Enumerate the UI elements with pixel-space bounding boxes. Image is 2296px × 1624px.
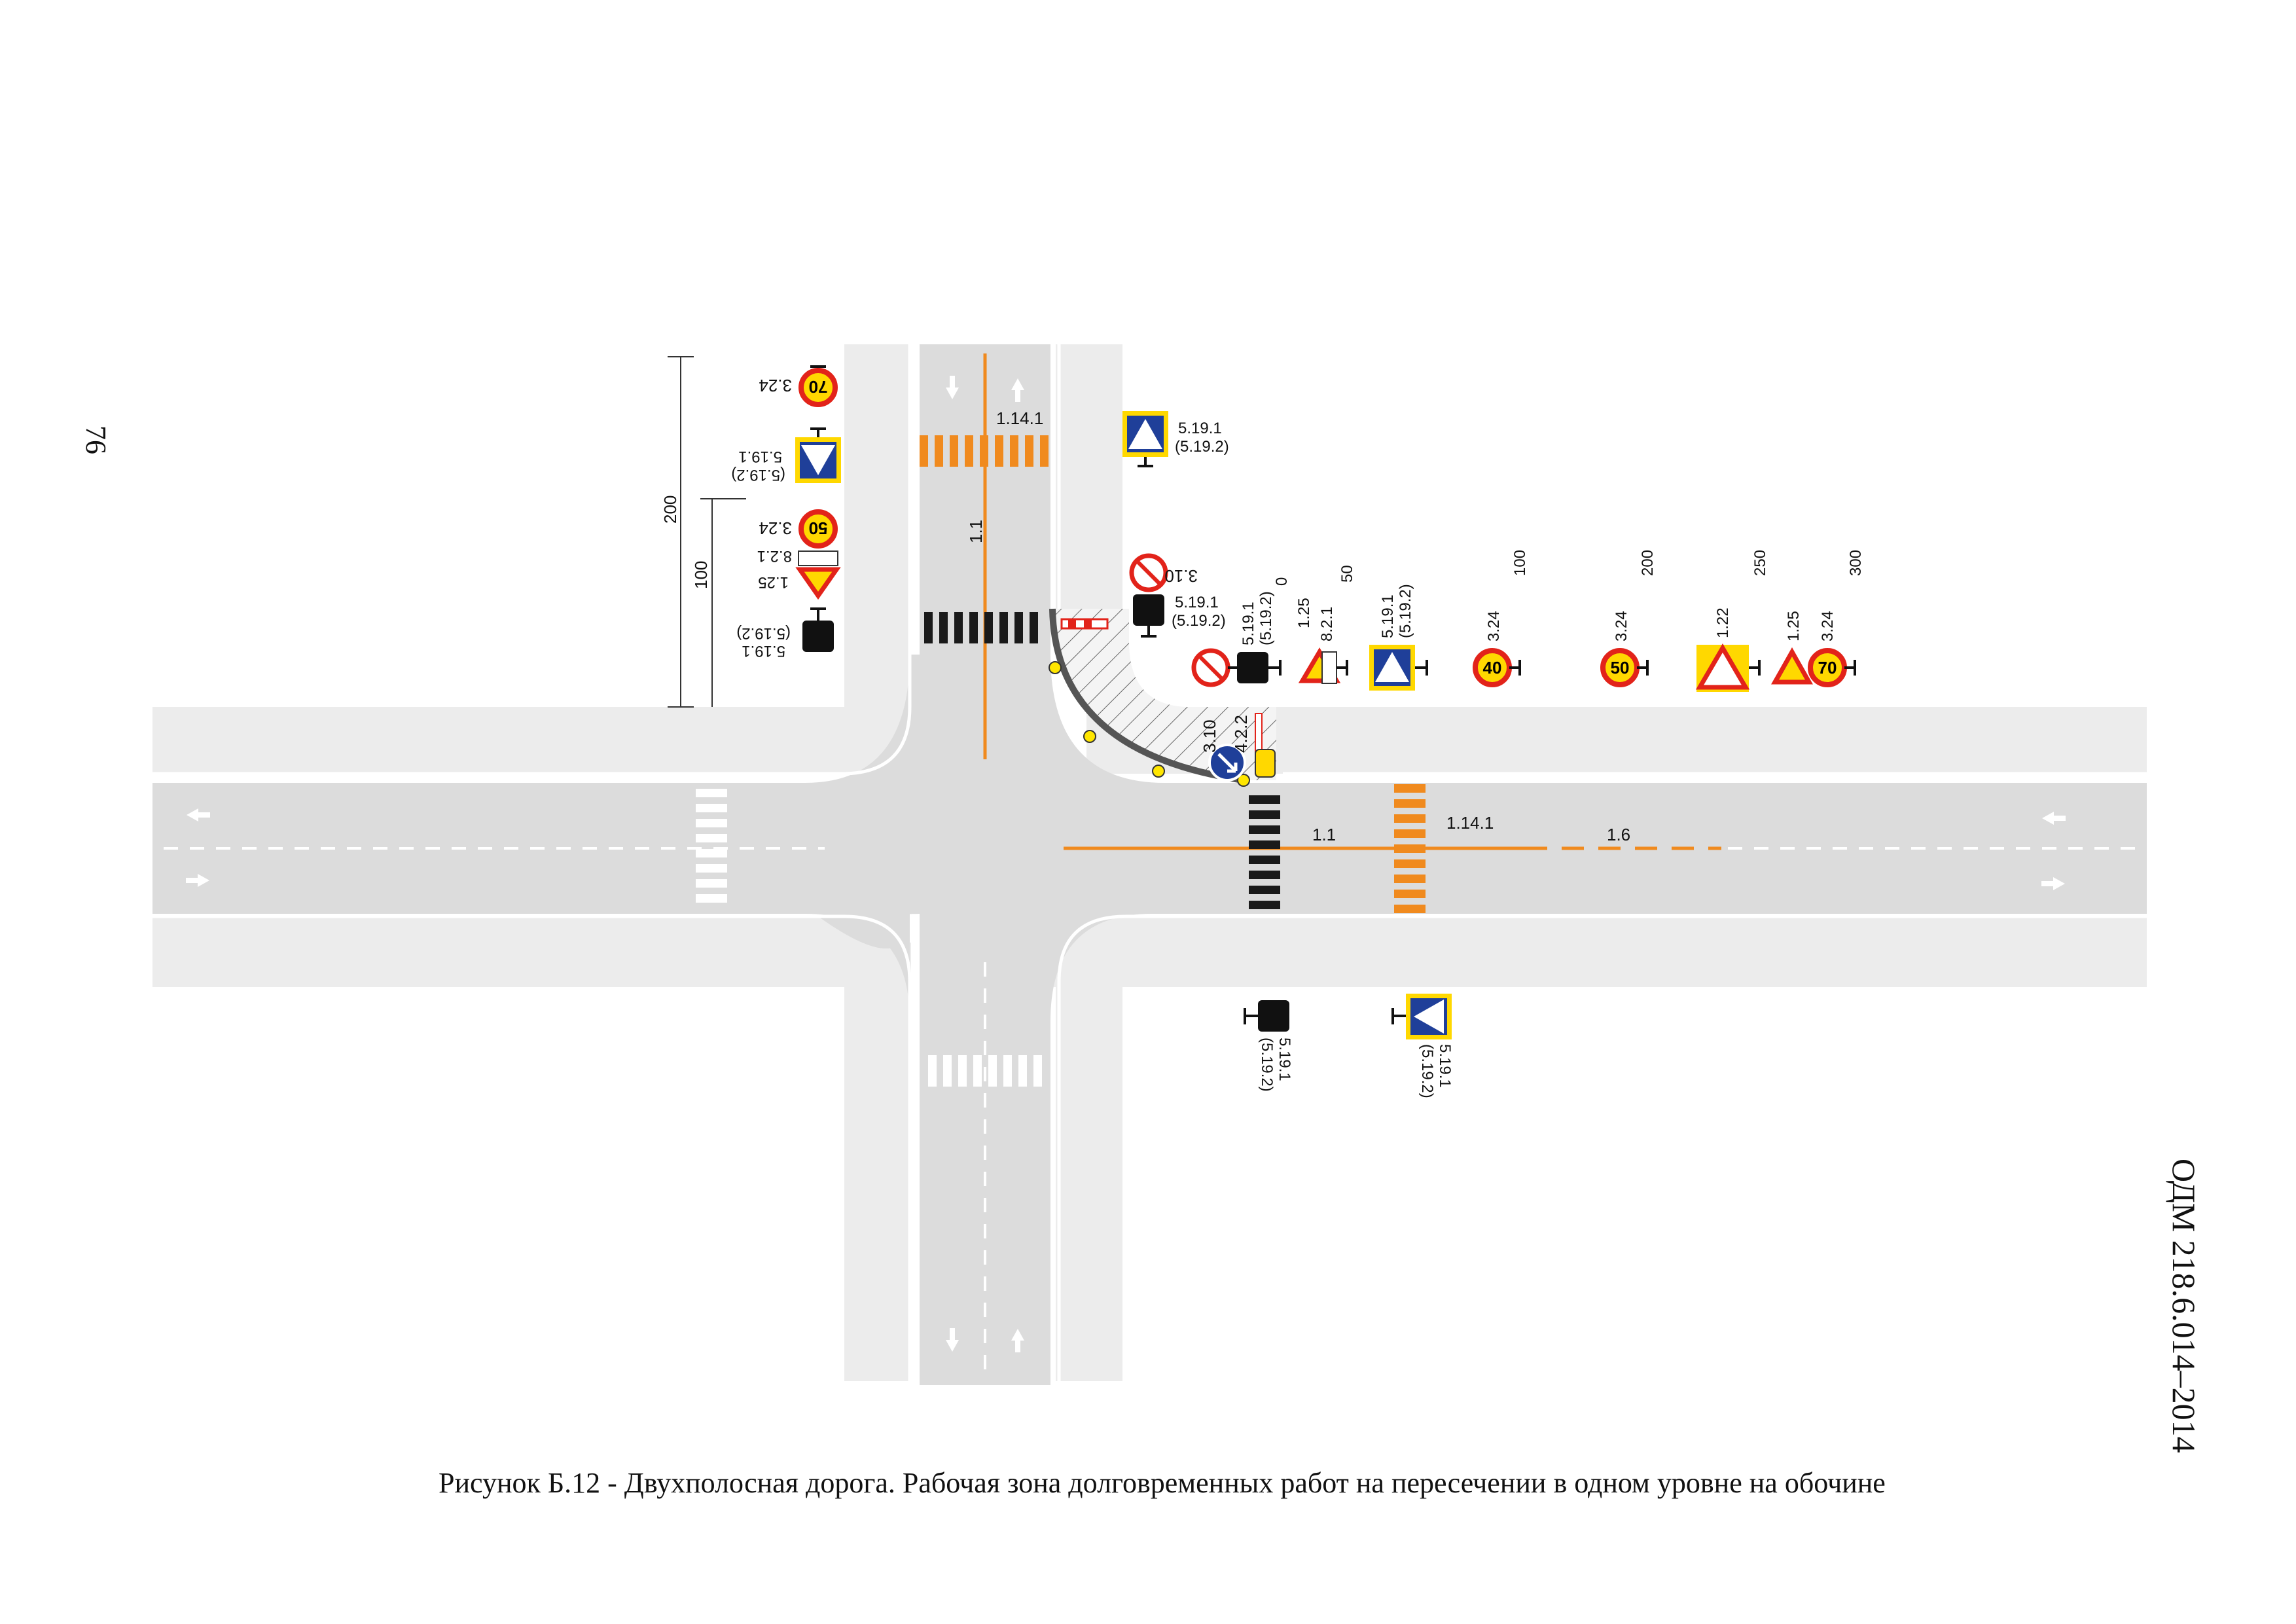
row-label-3-24-c: 3.24 [1819,611,1837,641]
left-speed-70: 70 [809,377,828,397]
bottom-tl-5-19-2: (5.19.2) [1258,1038,1276,1092]
marking-1-1-top: 1.1 [966,520,986,543]
left-label-3-24-b: 3.24 [759,518,792,538]
row-label-300: 300 [1847,550,1865,576]
row-label-3-24-a: 3.24 [1485,611,1503,641]
row-speed-70: 70 [1818,658,1837,677]
marking-1-14-1-top: 1.14.1 [996,408,1043,428]
row-label-250: 250 [1751,550,1769,576]
dim-200: 200 [660,496,680,524]
marking-1-14-1-right: 1.14.1 [1446,813,1494,833]
top-right-signs: 5.19.1 (5.19.2) 3.10 5.19.1 (5.19.2) [1122,411,1229,638]
tl-label-5-19-2: (5.19.2) [1172,612,1226,630]
bottom-ped-5-19-1: 5.19.1 [1436,1044,1454,1088]
row-label-0: 0 [1273,577,1291,586]
left-label-1-25: 1.25 [758,573,789,591]
dim-100: 100 [691,561,711,589]
bottom-ped-5-19-2: (5.19.2) [1418,1044,1436,1098]
dimension-lines: 200 100 [660,356,746,708]
row-label-5-19-1-b: 5.19.1 [1379,594,1397,638]
sidewalks [152,344,2147,1381]
row-label-1-25-b: 1.25 [1785,611,1803,641]
row-label-50: 50 [1338,565,1356,583]
bottom-tl-5-19-1: 5.19.1 [1276,1038,1293,1081]
left-label-8-2-1: 8.2.1 [757,547,792,565]
left-label-5-19-2: (5.19.2) [731,466,785,484]
wz-label-4-2-2: 4.2.2 [1231,715,1251,753]
row-label-8-2-1: 8.2.1 [1318,607,1336,641]
center-lines [164,353,2140,1381]
row-speed-50: 50 [1611,658,1630,677]
document-id: ОДМ 218.6.014–2014 [2166,1159,2202,1453]
page-number: 76 [80,425,112,454]
row-label-1-25: 1.25 [1295,598,1313,628]
bottom-signs: 5.19.1 (5.19.2) 5.19.1 (5.19.2) [1244,994,1454,1098]
sign-4-2-2 [1208,744,1246,782]
row-speed-40: 40 [1483,658,1502,677]
marking-1-6-right: 1.6 [1607,825,1630,844]
left-speed-50: 50 [809,518,828,538]
row-label-5-19-1: 5.19.1 [1240,602,1257,645]
row-label-200: 200 [1639,550,1657,576]
right-sign-row: 5.19.1 (5.19.2) 0 1.25 8.2.1 50 5.19.1 (… [1191,550,1865,692]
row-label-100: 100 [1511,550,1529,576]
tl-label-5-19-1: 5.19.1 [1175,594,1219,611]
work-zone: 3.10 4.2.2 [1049,608,1276,787]
roadway [152,344,2147,1385]
ped-label-5-19-1: 5.19.1 [1178,420,1222,437]
left-label-5-19-1: 5.19.1 [738,448,782,465]
left-signs: 70 3.24 5.19.1 (5.19.2) 50 3.24 8.2.1 1.… [731,365,841,660]
row-label-5-19-2: (5.19.2) [1257,591,1275,645]
row-label-5-19-2-b: (5.19.2) [1397,584,1414,638]
row-label-3-24-b: 3.24 [1613,611,1630,641]
figure-caption: Рисунок Б.12 - Двухполосная дорога. Рабо… [439,1467,1886,1499]
left-label-5-19-2-b: (5.19.2) [736,624,791,642]
label-3-10-top: 3.10 [1164,566,1198,586]
row-label-1-22: 1.22 [1714,607,1732,638]
crosswalks [696,435,1426,1087]
marking-labels: 1.14.1 1.1 1.1 1.14.1 1.6 [966,408,1630,844]
left-label-3-24-a: 3.24 [759,376,792,395]
wz-label-3-10: 3.10 [1200,719,1219,753]
left-label-5-19-1-b: 5.19.1 [742,642,785,660]
ped-label-5-19-2: (5.19.2) [1175,438,1229,456]
lane-arrows [186,376,2066,1352]
marking-1-1-right: 1.1 [1312,825,1336,844]
